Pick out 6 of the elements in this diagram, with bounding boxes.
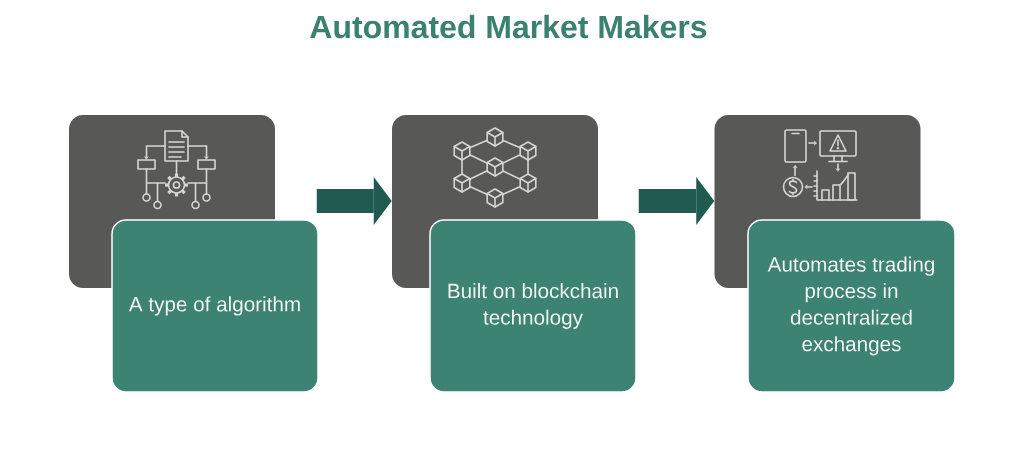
text-box: Automates trading process in decentralized exchanges [747,219,956,393]
text-box: A type of algorithm [111,219,319,393]
block-arrow [638,177,715,225]
title: Automated Market Makers [310,14,707,39]
block-arrow [316,177,392,225]
text-box: Built on blockchain technology [429,219,637,393]
